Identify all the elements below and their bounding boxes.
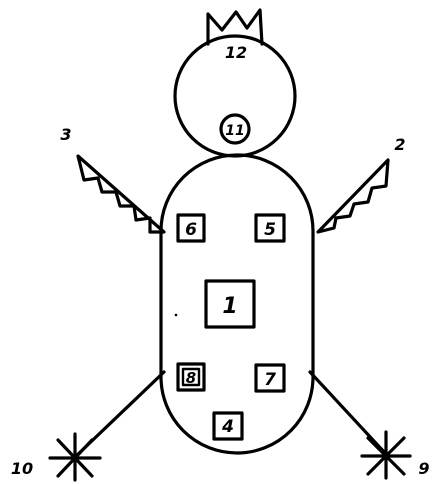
label-box-5: 5 <box>264 220 276 240</box>
label-box-8: 8 <box>186 369 196 387</box>
label-box-4: 4 <box>221 417 234 437</box>
left-arm <box>78 156 164 232</box>
label-box-7: 7 <box>264 370 276 390</box>
label-crown: 12 <box>225 43 247 62</box>
left-foot-star <box>50 434 100 480</box>
label-left-shoulder: 3 <box>60 125 71 144</box>
label-right-foot: 9 <box>418 459 429 478</box>
label-left-foot: 10 <box>11 459 33 478</box>
right-foot-star <box>362 432 410 478</box>
label-right-shoulder: 2 <box>394 135 405 154</box>
label-box-1: 1 <box>222 294 237 319</box>
right-leg <box>310 372 386 454</box>
label-neck: 11 <box>225 123 244 139</box>
ink-dot <box>175 314 178 317</box>
right-arm <box>318 160 388 232</box>
label-box-6: 6 <box>185 220 197 240</box>
